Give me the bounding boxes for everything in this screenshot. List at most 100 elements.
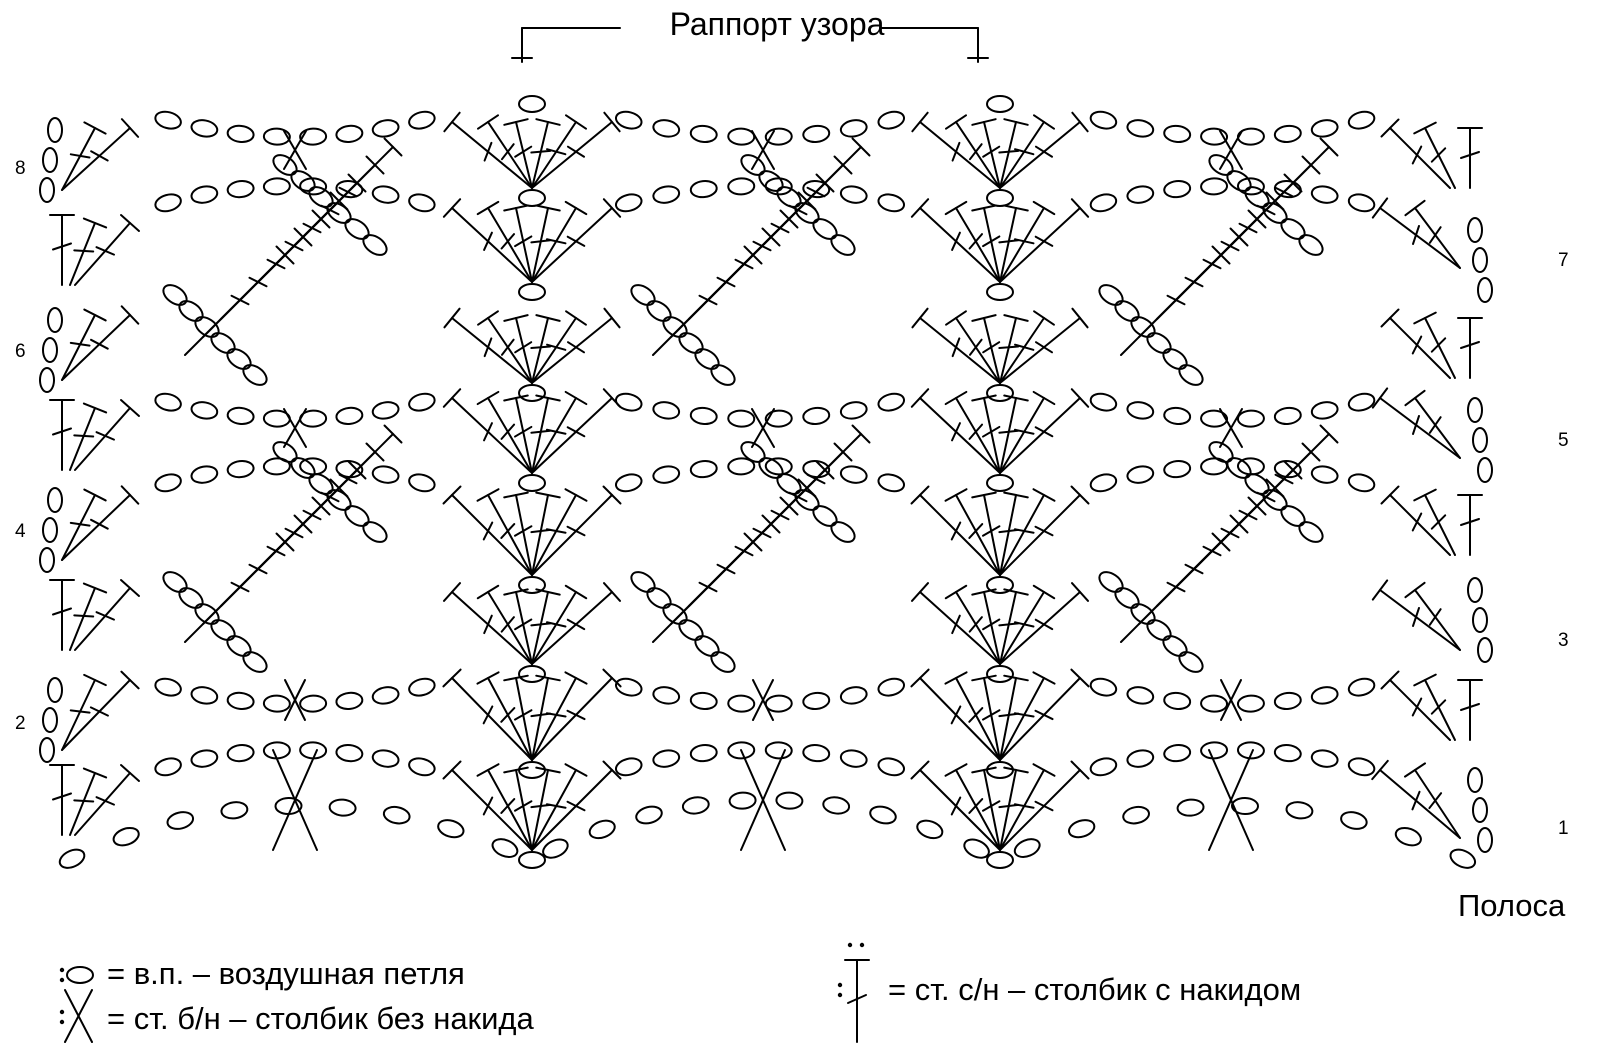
double-crochet-stitch [49,214,75,286]
dc-tick [566,235,586,247]
dc-tick [530,429,552,434]
dc-top-bar [1003,204,1029,212]
chain-stitch [830,234,856,256]
chain-stitch [1298,521,1324,543]
dc-top-bar [564,488,588,502]
chain-stitch [839,401,868,420]
chain-stitch [542,838,569,859]
chain-stitch [162,571,188,593]
chain-stitch [112,826,140,847]
chain-stitch [362,234,388,256]
legend-dot [847,942,853,948]
dc-stem [999,317,1017,384]
single-crochet-stitch [752,679,774,721]
dc-tick [968,616,983,633]
diamond-motif [162,424,403,673]
double-crochet-stitch [530,394,561,474]
chain-stitch [58,848,86,869]
sc-line [283,408,307,448]
double-crochet-stitch [503,394,533,474]
chain-stitch [802,180,831,199]
dc-stem [531,591,613,665]
chain-stitch [47,117,63,143]
dc-stem [487,677,533,761]
dc-tick [513,709,533,721]
dc-top-bar [442,582,462,602]
dc-stem [1414,397,1461,459]
chain-stitch [830,521,856,543]
dc-tick [89,706,109,717]
dc-top-bar [945,310,967,326]
dc-stem [531,397,613,474]
double-crochet-stitch [1380,485,1451,556]
chain-stitch [408,110,436,130]
sc-line [740,749,786,851]
chain-stitch [1236,694,1265,713]
chain-stitch [764,127,793,146]
double-crochet-stitch [531,760,622,851]
chain-stitch [262,127,291,146]
chain-stitch [1163,744,1192,763]
dc-tick [1013,712,1035,718]
chain-stitch [646,587,672,609]
dc-top-bar [1380,308,1400,328]
double-crochet-stitch [531,584,588,665]
dc-stem [999,121,1017,189]
dc-top-bar [503,588,529,596]
dc-stem [983,494,1001,576]
double-crochet-stitch [1371,759,1461,839]
double-crochet-stitch [999,307,1089,384]
chain-stitch [764,409,793,428]
chain-stitch [335,124,364,143]
dc-stem [531,494,613,576]
dc-top-bar [603,111,621,133]
dc-tick [982,235,1001,248]
dc-top-bar [1371,387,1389,409]
dc-stem [1414,207,1461,269]
chain-stitch [335,460,364,479]
dc-stem [919,207,1001,283]
dc-tick [998,239,1020,244]
dc-top-bar [476,200,500,216]
sc-line [751,408,775,448]
chain-stitch [764,457,793,476]
row-number-3: 3 [1558,630,1569,651]
dc-tick [1412,415,1420,435]
chain-stitch [226,635,252,657]
double-crochet-stitch [61,305,140,381]
dc-tick [514,425,533,438]
double-crochet-stitch [1228,424,1339,535]
legend-dot [859,942,865,948]
dc-stem [61,494,131,561]
dc-tick [847,994,867,1004]
chain-stitch [1126,686,1155,705]
chain-stitch [1467,577,1483,603]
chain-stitch [262,741,291,760]
chain-stitch [1472,427,1488,453]
chain-stitch [1477,277,1493,303]
dc-tick [950,705,962,725]
dc-stem [515,207,533,283]
double-crochet-stitch [443,111,533,189]
dc-stem [292,433,394,535]
dc-stem [531,317,577,384]
chain-stitch [662,316,688,338]
dc-top-bar [1070,388,1090,408]
dc-tick [1014,343,1035,351]
chain-stitch [1298,234,1324,256]
dc-top-bar [851,137,871,157]
dc-top-bar [1319,424,1339,444]
dc-stem [69,587,96,651]
dc-top-bar [1380,670,1400,690]
dc-top-bar [83,488,107,502]
double-crochet-stitch [760,424,871,535]
chain-stitch [226,460,255,479]
dc-tick [566,341,586,354]
chain-stitch [678,619,704,641]
chain-stitch [652,401,681,420]
chain-stitch [1477,457,1493,483]
dc-stem [955,317,1001,384]
dc-tick [545,238,567,245]
dc-stem [999,121,1045,189]
dc-top-bar [911,111,929,133]
